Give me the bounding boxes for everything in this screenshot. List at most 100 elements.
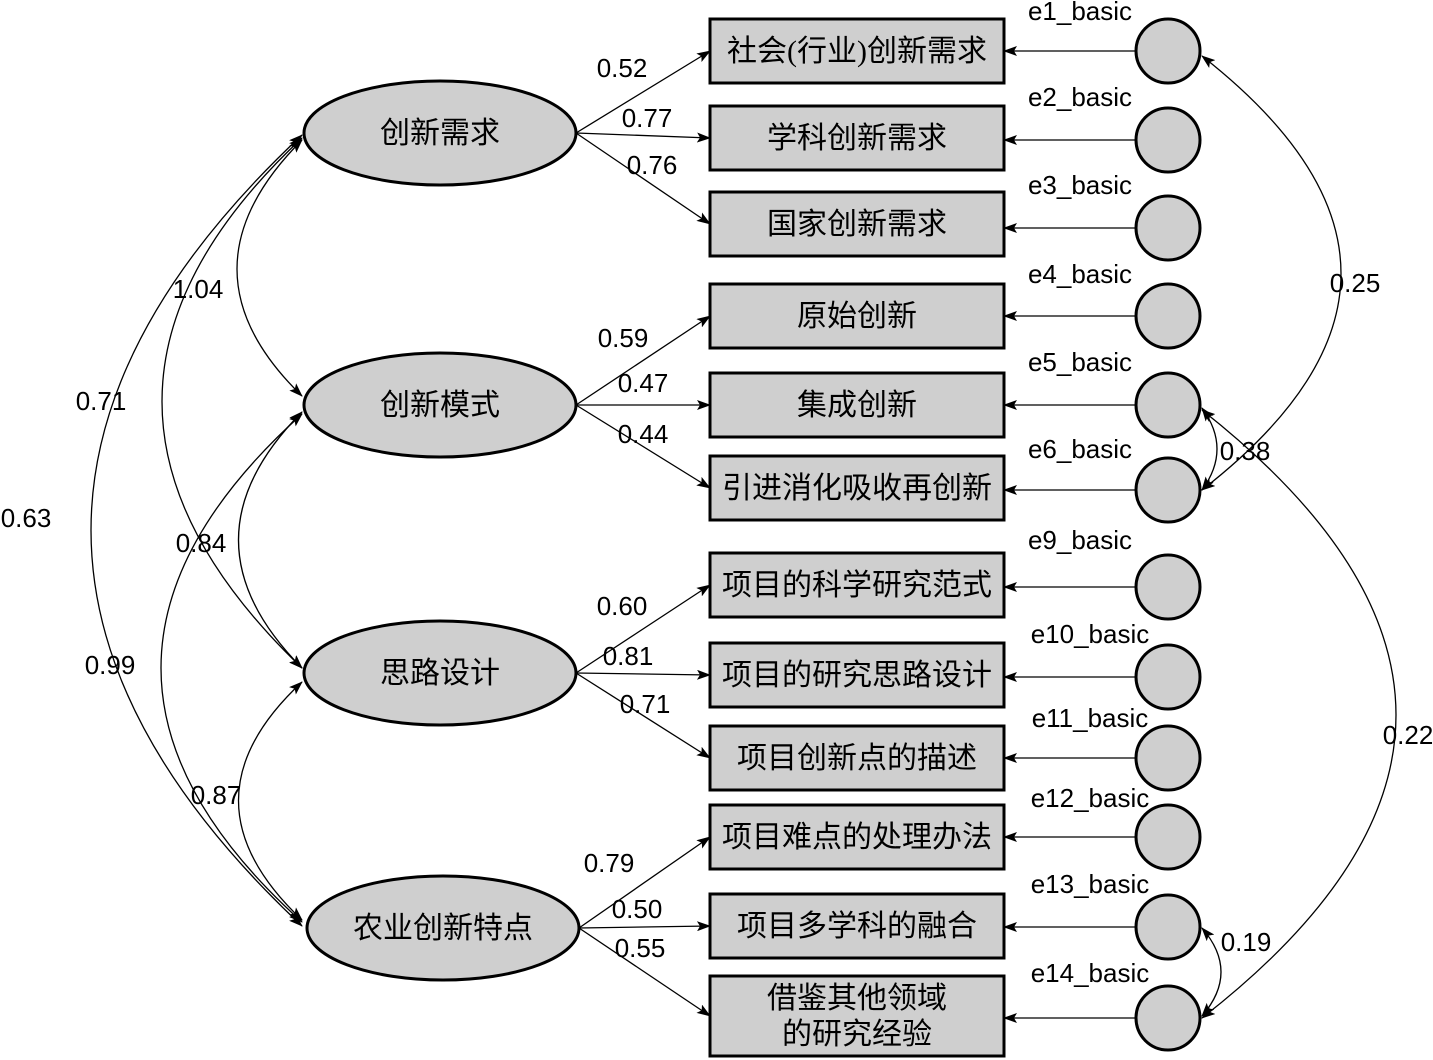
indicator-box-o2 xyxy=(708,104,1006,172)
indicator-box-o4 xyxy=(708,282,1006,350)
latent-label-l1: 创新需求 xyxy=(380,117,500,150)
loading-label-o6: 0.44 xyxy=(618,419,669,449)
loading-label-o7: 0.60 xyxy=(597,591,648,621)
indicator-box-o8 xyxy=(708,641,1006,709)
loading-label-o10: 0.79 xyxy=(584,848,635,878)
error-term-circle xyxy=(1134,106,1202,174)
error-term-label: e4_basic xyxy=(1028,259,1132,289)
loading-label-o8: 0.81 xyxy=(603,641,654,671)
error-term-circle xyxy=(1134,194,1202,262)
error-term-circle xyxy=(1134,643,1202,711)
cov-arc-l2-l4 xyxy=(160,413,303,923)
loading-arrow-o11 xyxy=(578,921,711,932)
latent-ellipse-l4 xyxy=(305,874,581,982)
error-term-label: e1_basic xyxy=(1028,0,1132,26)
indicator-label-o11: 项目多学科的融合 xyxy=(737,910,977,943)
loading-arrow-o10 xyxy=(578,836,711,929)
loading-label-o1: 0.52 xyxy=(597,53,648,83)
cov-label-l1-l3: 0.71 xyxy=(76,386,127,416)
latent-label-l2: 创新模式 xyxy=(380,389,500,422)
latent-ellipse-l1 xyxy=(302,79,578,187)
error-term-label: e13_basic xyxy=(1031,869,1150,899)
error-term-label: e14_basic xyxy=(1031,958,1150,988)
cov-arc-e1-e6 xyxy=(1201,55,1342,491)
latent-ellipse-l3 xyxy=(302,619,578,727)
indicator-label-o6: 引进消化吸收再创新 xyxy=(722,472,992,505)
cov-arc-l1-l3 xyxy=(161,137,303,669)
error-covariance-arcs xyxy=(1201,55,1397,1019)
coefficient-labels: 1.04 0.71 0.63 0.84 0.99 0.87 0.25 0.38 … xyxy=(1,53,1433,963)
loading-arrow-o2 xyxy=(575,132,711,143)
cov-arc-l3-l4 xyxy=(237,681,303,921)
loading-arrow-o3 xyxy=(575,132,711,225)
indicator-label-o1: 社会(行业)创新需求 xyxy=(727,35,987,68)
indicator-label-o12: 借鉴其他领域 xyxy=(767,982,947,1015)
cov-arc-l2-l3 xyxy=(238,411,303,669)
cov-arc-e5-e14 xyxy=(1201,409,1397,1019)
indicator-label-o12: 的研究经验 xyxy=(782,1018,932,1051)
error-term-circle xyxy=(1134,456,1202,524)
indicator-box-o6 xyxy=(708,454,1006,522)
indicator-box-o10 xyxy=(708,803,1006,871)
cov-label-e1-e6: 0.25 xyxy=(1330,268,1381,298)
indicator-label-o5: 集成创新 xyxy=(797,389,917,422)
error-term-circle xyxy=(1134,724,1202,792)
cov-label-e5-e6: 0.38 xyxy=(1220,436,1271,466)
loading-label-o3: 0.76 xyxy=(627,150,678,180)
loading-arrow-o7 xyxy=(575,584,711,674)
error-term-label: e2_basic xyxy=(1028,82,1132,112)
cov-label-e5-e14: 0.22 xyxy=(1383,720,1433,750)
cov-arc-l1-l2 xyxy=(236,139,303,397)
cov-label-l3-l4: 0.87 xyxy=(191,780,242,810)
loading-label-o5: 0.47 xyxy=(618,368,669,398)
indicator-label-o9: 项目创新点的描述 xyxy=(737,742,977,775)
loading-arrow-o6 xyxy=(575,404,711,489)
indicator-box-o12 xyxy=(708,974,1006,1058)
observed-indicators: 社会(行业)创新需求学科创新需求国家创新需求原始创新集成创新引进消化吸收再创新项… xyxy=(708,17,1006,1058)
indicator-box-o1 xyxy=(708,17,1006,85)
loading-label-o12: 0.55 xyxy=(615,933,666,963)
cov-label-l2-l3: 0.84 xyxy=(176,528,227,558)
cov-label-l2-l4: 0.99 xyxy=(85,650,136,680)
error-term-circle xyxy=(1134,553,1202,621)
loading-arrow-o1 xyxy=(575,50,711,134)
error-term-circle xyxy=(1134,371,1202,439)
error-terms: e1_basic e2_basic e3_basic e4_basic e5_basic… xyxy=(1028,0,1202,1052)
indicator-label-o4: 原始创新 xyxy=(797,300,917,333)
latent-label-l4: 农业创新特点 xyxy=(353,912,533,945)
path-arrows xyxy=(575,46,1136,1023)
indicator-box-o7 xyxy=(708,551,1006,619)
indicator-box-o5 xyxy=(708,371,1006,439)
error-term-label: e9_basic xyxy=(1028,525,1132,555)
error-term-label: e12_basic xyxy=(1031,783,1150,813)
loading-arrow-o12 xyxy=(578,927,711,1017)
loading-arrow-o9 xyxy=(575,672,711,759)
error-term-circle xyxy=(1134,17,1202,85)
loading-arrow-o4 xyxy=(575,315,711,406)
indicator-label-o3: 国家创新需求 xyxy=(767,208,947,241)
indicator-label-o7: 项目的科学研究范式 xyxy=(722,569,992,602)
cov-label-l1-l4: 0.63 xyxy=(1,503,52,533)
indicator-box-o11 xyxy=(708,892,1006,960)
error-term-label: e3_basic xyxy=(1028,170,1132,200)
loading-label-o11: 0.50 xyxy=(612,894,663,924)
cov-arc-l1-l4 xyxy=(90,134,303,927)
error-term-circle xyxy=(1134,984,1202,1052)
indicator-box-o3 xyxy=(708,190,1006,258)
error-term-label: e10_basic xyxy=(1031,619,1150,649)
error-term-label: e11_basic xyxy=(1032,703,1149,733)
loading-arrow-o8 xyxy=(575,669,711,680)
loading-label-o9: 0.71 xyxy=(620,689,671,719)
error-term-label: e5_basic xyxy=(1028,347,1132,377)
loading-label-o2: 0.77 xyxy=(622,103,673,133)
error-term-circle xyxy=(1134,282,1202,350)
latent-covariance-arcs xyxy=(90,134,303,927)
indicator-label-o10: 项目难点的处理办法 xyxy=(722,821,992,854)
indicator-label-o2: 学科创新需求 xyxy=(767,122,947,155)
indicator-box-o9 xyxy=(708,724,1006,792)
indicator-label-o8: 项目的研究思路设计 xyxy=(722,659,992,692)
cov-label-e13-e14: 0.19 xyxy=(1221,927,1272,957)
error-term-circle xyxy=(1134,893,1202,961)
